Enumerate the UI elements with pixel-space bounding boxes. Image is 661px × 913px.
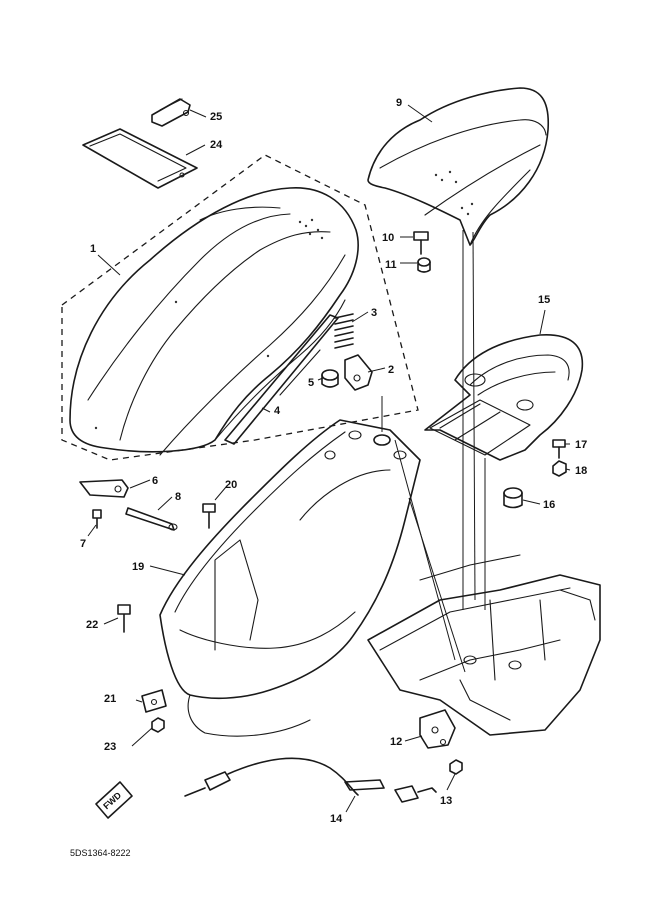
part-7-screw	[92, 509, 102, 529]
part-21-bracket	[141, 689, 167, 713]
callout-4: 4	[274, 405, 281, 417]
part-17-bolt	[552, 439, 566, 459]
part-18-nut	[552, 460, 567, 477]
diagram-code: 5DS1364-8222	[70, 848, 131, 858]
callout-11: 11	[385, 259, 397, 271]
callout-21: 21	[104, 693, 116, 705]
part-1-main-seat	[69, 187, 359, 456]
part-19-storage-box	[159, 419, 421, 737]
part-2-latch	[344, 354, 373, 391]
callout-leaders	[87, 104, 571, 813]
part-23-nut	[151, 717, 165, 733]
fwd-label: FWD	[101, 790, 123, 811]
callout-15: 15	[538, 294, 550, 306]
part-20-bolt	[202, 503, 216, 529]
part-5-bumper	[321, 369, 339, 388]
callout-19: 19	[132, 561, 144, 573]
part-22-bolt	[117, 604, 131, 633]
callout-5: 5	[308, 377, 314, 389]
callout-18: 18	[575, 465, 587, 477]
part-24-panel	[82, 128, 198, 189]
callout-25: 25	[210, 111, 222, 123]
part-16-rubber	[503, 487, 523, 509]
callout-7: 7	[80, 538, 86, 550]
callout-1: 1	[90, 243, 96, 255]
callout-23: 23	[104, 741, 116, 753]
callout-20: 20	[225, 479, 237, 491]
part-15-seat-base	[424, 334, 584, 461]
callout-24: 24	[210, 139, 223, 151]
callout-14: 14	[330, 813, 343, 825]
part-25-clip	[151, 98, 191, 127]
callout-8: 8	[175, 491, 181, 503]
callout-10: 10	[382, 232, 394, 244]
part-14-cable	[184, 757, 437, 803]
callout-2: 2	[388, 364, 394, 376]
assembly-guide-lines	[381, 230, 486, 673]
part-8-pin	[125, 507, 178, 531]
callout-9: 9	[396, 97, 402, 109]
part-6-hinge	[79, 479, 129, 498]
fwd-direction-badge: FWD	[95, 781, 133, 819]
frame-rear	[367, 554, 601, 736]
callout-3: 3	[371, 307, 377, 319]
part-9-rear-seat	[367, 87, 550, 246]
callout-6: 6	[152, 475, 158, 487]
part-11-collar	[417, 257, 431, 273]
callout-13: 13	[440, 795, 452, 807]
callout-22: 22	[86, 619, 98, 631]
part-10-bolt	[413, 231, 429, 255]
callout-17: 17	[575, 439, 587, 451]
callout-12: 12	[390, 736, 402, 748]
part-3-spring	[334, 313, 354, 349]
part-13-nut	[449, 759, 463, 775]
part-12-latch-bracket	[419, 709, 456, 749]
callout-labels: 1 2 3 4 5 6 7 8 9 10 11 12 13 14 15 16 1…	[80, 97, 587, 825]
callout-16: 16	[543, 499, 555, 511]
